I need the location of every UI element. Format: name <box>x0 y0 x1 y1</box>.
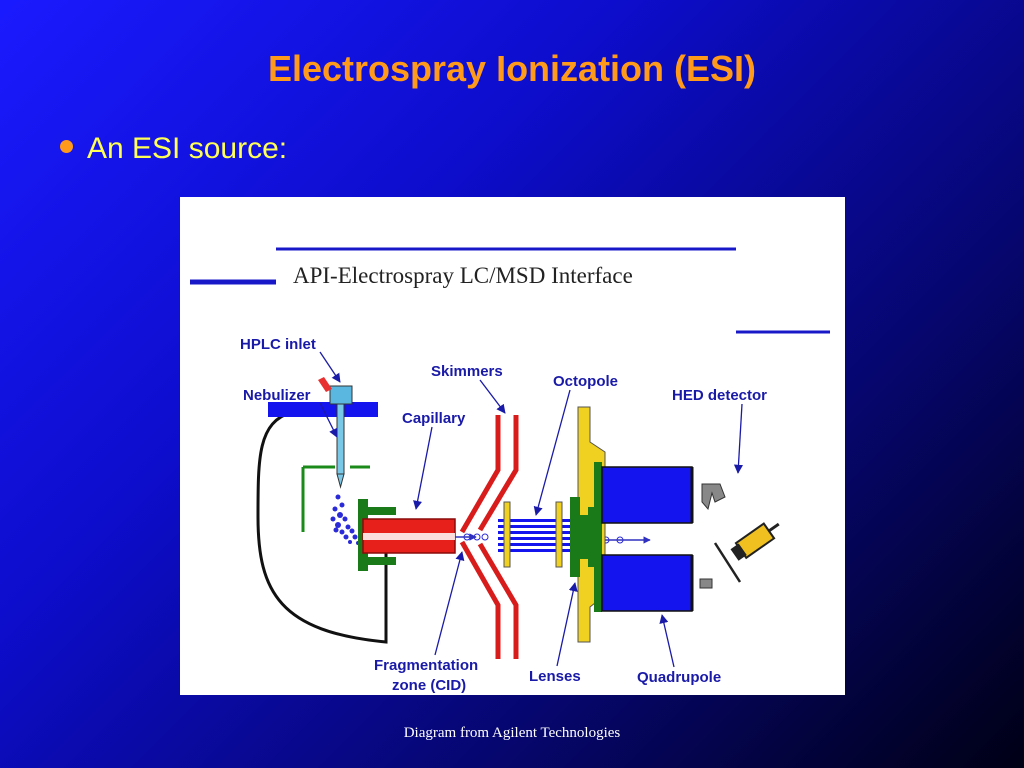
arrow-capillary <box>413 426 433 510</box>
arrow-octopole <box>533 389 571 516</box>
label-lenses: Lenses <box>529 668 581 685</box>
hplc-inlet-fitting <box>329 385 353 405</box>
skimmer-cones <box>459 415 519 659</box>
bullet-item: An ESI source: <box>60 132 287 166</box>
esi-diagram-svg: API-Electrospray LC/MSD Interface <box>190 247 830 694</box>
label-capillary: Capillary <box>402 410 466 427</box>
arrow-skimmers <box>479 379 506 414</box>
label-fragmentation-line2: zone (CID) <box>392 677 466 694</box>
label-octopole: Octopole <box>553 373 618 390</box>
spray-droplets <box>330 494 360 545</box>
hed-detector-dynode <box>701 483 726 511</box>
lens-stack <box>570 497 594 577</box>
bullet-text: An ESI source: <box>87 132 288 165</box>
source-credit: Diagram from Agilent Technologies <box>403 725 621 741</box>
quadrupole-upper-rod <box>601 466 693 524</box>
esi-diagram: API-Electrospray LC/MSD Interface <box>180 197 845 695</box>
slide-title: Electrospray Ionization (ESI) <box>267 48 757 89</box>
label-hplc-inlet: HPLC inlet <box>240 336 316 353</box>
arrow-lenses <box>556 582 578 667</box>
hed-detector-plate <box>713 542 742 583</box>
spray-chamber-wall <box>256 410 388 644</box>
arrow-nebulizer <box>319 402 338 438</box>
diagram-title: API-Electrospray LC/MSD Interface <box>293 263 633 288</box>
label-hed-detector: HED detector <box>672 387 767 404</box>
label-nebulizer: Nebulizer <box>243 387 311 404</box>
arrow-hed-detector <box>733 403 744 474</box>
quadrupole-lower-rod <box>601 554 693 612</box>
label-quadrupole: Quadrupole <box>637 669 721 686</box>
arrow-fragmentation <box>434 551 465 656</box>
hed-detector-multiplier <box>730 522 780 561</box>
spray-needle <box>336 403 345 475</box>
arrow-hplc-inlet <box>319 351 341 383</box>
octopole-rods <box>498 519 580 552</box>
arrow-quadrupole <box>659 614 675 668</box>
nebulizer-gas-inlet <box>318 377 332 392</box>
label-fragmentation-line1: Fragmentation <box>374 657 478 674</box>
label-skimmers: Skimmers <box>431 363 503 380</box>
bullet-dot-icon <box>60 139 73 153</box>
